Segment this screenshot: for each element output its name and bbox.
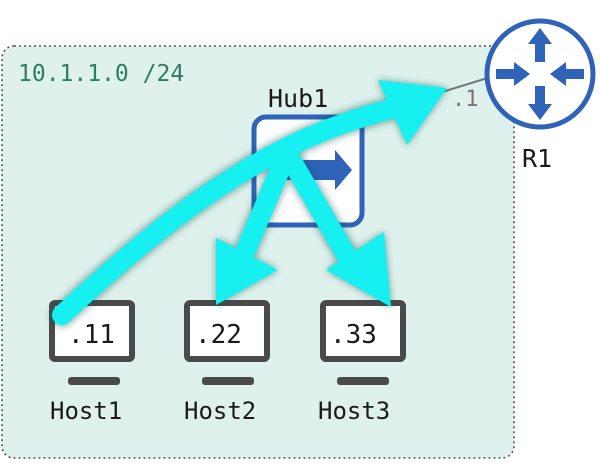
broadcast-flow-arrows: [52, 80, 447, 325]
subnet-label: 10.1.1.0 /24: [18, 61, 184, 87]
monitor-icon: [320, 300, 406, 362]
flow-arrow-to-host2: [235, 148, 295, 262]
flow-arrow-to-host3: [280, 148, 358, 268]
host1-name: Host1: [50, 397, 122, 425]
arrowhead-host3-icon: [326, 232, 391, 307]
router-icon[interactable]: [484, 18, 596, 130]
monitor-stand-icon: [202, 377, 254, 385]
host3-name: Host3: [318, 397, 390, 425]
monitor-icon: [184, 300, 270, 362]
arrowhead-host2-icon: [216, 238, 278, 305]
monitor-stand-icon: [337, 377, 389, 385]
host2[interactable]: .22 Host2: [184, 300, 270, 425]
host2-address: .22: [195, 320, 242, 350]
host3-address: .33: [330, 320, 377, 350]
arrowhead-router-icon: [378, 80, 447, 145]
host3[interactable]: .33 Host3: [318, 300, 406, 425]
host2-name: Host2: [184, 397, 256, 425]
monitor-stand-icon: [68, 377, 120, 385]
flow-arrow-to-router: [52, 98, 405, 325]
router-interface-address: .1: [452, 87, 479, 112]
hub-label: Hub1: [268, 84, 328, 113]
host1-address: .11: [68, 320, 115, 350]
router-label: R1: [522, 144, 552, 173]
